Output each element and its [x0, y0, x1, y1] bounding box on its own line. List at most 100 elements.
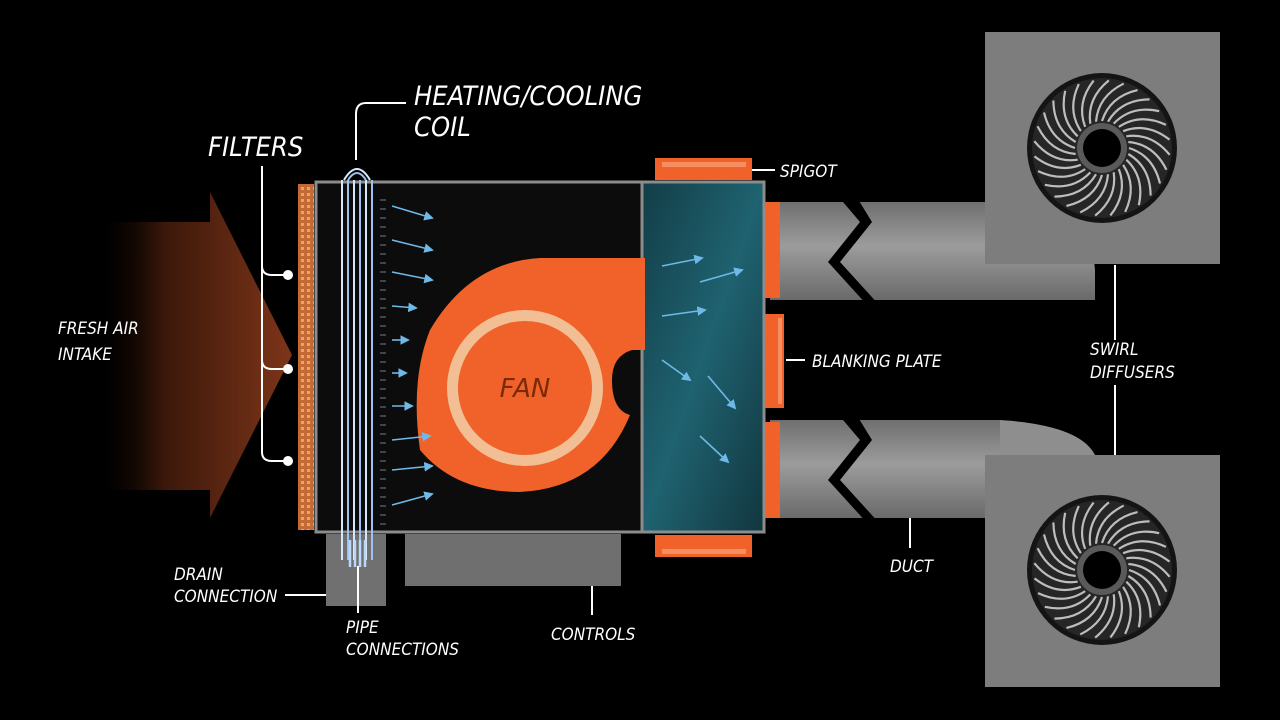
- diffuser-vane: [1079, 596, 1110, 636]
- air-flow-arrow-icon: [391, 432, 432, 442]
- diffuser-vane: [1044, 593, 1092, 610]
- diffuser-vane: [1033, 562, 1078, 584]
- swirl-diffusers-label-line2: DIFFUSERS: [1090, 363, 1175, 383]
- diffuser-vane: [1107, 520, 1150, 545]
- coil-return-bend: [347, 172, 367, 181]
- diffuser-vane: [1122, 126, 1171, 141]
- air-flow-arrow-icon: [699, 267, 744, 283]
- diffuser-vane: [1100, 88, 1138, 122]
- diffuser-vane: [1054, 595, 1097, 620]
- diffuser-vane: [1094, 594, 1116, 639]
- air-flow-arrow-icon: [661, 359, 692, 382]
- diffuser-vane: [1033, 140, 1078, 162]
- swirl-diffuser-upper: [985, 32, 1220, 264]
- swirl-diffusers-label-line1: SWIRL: [1090, 340, 1139, 360]
- diffuser-vane: [1066, 174, 1104, 208]
- diffuser-vane: [1033, 577, 1082, 592]
- diffuser-vane: [1036, 547, 1076, 578]
- diffuser-vane: [1126, 556, 1171, 578]
- diffuser-vane: [1126, 134, 1171, 156]
- air-flow-arrows: [391, 205, 744, 506]
- diffuser-vane: [1066, 596, 1104, 630]
- leader-lines: [261, 102, 1116, 615]
- swirl-diffuser-icon: [1033, 79, 1171, 217]
- spigot-label: SPIGOT: [780, 162, 838, 182]
- diffuser-vane: [1037, 168, 1086, 178]
- air-flow-arrow-icon: [391, 271, 434, 284]
- diffuser-vane: [1109, 168, 1124, 217]
- pipe-connections-label-line2: CONNECTIONS: [346, 640, 459, 660]
- diffuser-vane: [1080, 79, 1095, 128]
- controls-label: CONTROLS: [551, 625, 636, 645]
- swirl-diffuser-icon: [1033, 501, 1171, 639]
- fan-icon: FAN: [416, 258, 645, 492]
- diffuser-vane: [1128, 568, 1162, 606]
- duct-label: DUCT: [890, 557, 935, 577]
- diffuser-vane: [1072, 83, 1082, 132]
- diffuser-vane: [1037, 590, 1086, 600]
- heating-cooling-coil: [341, 168, 386, 567]
- diffuser-vane: [1118, 118, 1167, 128]
- fresh-air-label-line2: INTAKE: [58, 345, 112, 365]
- fresh-air-label-line1: FRESH AIR: [58, 319, 139, 339]
- diffuser-vane: [1094, 82, 1125, 122]
- pipe-connections-label-line1: PIPE: [346, 618, 379, 638]
- diffuser-vane: [1088, 501, 1110, 546]
- diffuser-vane: [1054, 173, 1097, 198]
- diffuser-vane: [1112, 108, 1160, 125]
- diffuser-vane: [1062, 90, 1079, 138]
- swirl-diffuser-lower: [985, 455, 1220, 687]
- diffuser-vane: [1062, 512, 1079, 560]
- air-flow-arrow-icon: [707, 375, 737, 410]
- diffuser-vane: [1042, 112, 1076, 150]
- diffuser-vane: [1112, 530, 1160, 547]
- blanking-plate-label: BLANKING PLATE: [812, 352, 942, 372]
- diffuser-vane: [1072, 505, 1082, 554]
- coil-return-bend: [343, 168, 371, 181]
- diffuser-vane: [1122, 164, 1132, 213]
- diffuser-vane: [1128, 562, 1168, 593]
- air-flow-arrow-icon: [391, 491, 434, 506]
- drain-connection-label-line2: CONNECTION: [174, 587, 278, 607]
- spigots: [655, 158, 780, 557]
- fresh-air-intake-arrow: [95, 192, 292, 518]
- diffuser-vane: [1100, 510, 1138, 544]
- heating-cooling-coil-label-line2: COIL: [414, 112, 471, 143]
- diffuser-vane: [1127, 575, 1152, 618]
- air-flow-arrow-icon: [699, 435, 730, 464]
- diffuser-vane: [1044, 171, 1092, 188]
- diffuser-vane: [1033, 155, 1082, 170]
- diffuser-vane: [1080, 501, 1095, 550]
- diffuser-vane: [1122, 548, 1171, 563]
- diffuser-vane: [1052, 100, 1077, 143]
- air-flow-arrow-icon: [661, 254, 704, 267]
- diffuser-vane: [1127, 153, 1152, 196]
- diffuser-vane: [1109, 590, 1124, 639]
- air-flow-arrow-icon: [391, 239, 434, 253]
- diffuser-vane: [1125, 158, 1142, 206]
- air-flow-arrow-icon: [391, 302, 418, 313]
- air-flow-arrow-icon: [391, 205, 434, 221]
- controls-box: [405, 534, 621, 586]
- diffuser-vane: [1125, 580, 1142, 628]
- diffuser-vane: [1079, 174, 1110, 214]
- diffuser-vane: [1042, 534, 1076, 572]
- diffuser-vane: [1118, 540, 1167, 550]
- filter-panel: [298, 184, 314, 530]
- filters-label: FILTERS: [208, 132, 303, 163]
- drain-connection-label-line1: DRAIN: [174, 565, 223, 585]
- diffuser-vane: [1122, 586, 1132, 635]
- air-flow-arrow-icon: [391, 461, 434, 472]
- diffuser-vane: [1094, 504, 1125, 544]
- fan-label: FAN: [500, 374, 551, 404]
- duct-break-marks: [828, 196, 880, 524]
- diffuser-vane: [1128, 146, 1162, 184]
- blanking-plate: [762, 314, 784, 408]
- heating-cooling-coil-label-line1: HEATING/COOLING: [414, 81, 642, 112]
- diffuser-vane: [1036, 125, 1076, 156]
- diffuser-vane: [1094, 172, 1116, 217]
- air-flow-arrow-icon: [661, 306, 707, 317]
- diffuser-vane: [1107, 98, 1150, 123]
- diffuser-vane: [1128, 140, 1168, 171]
